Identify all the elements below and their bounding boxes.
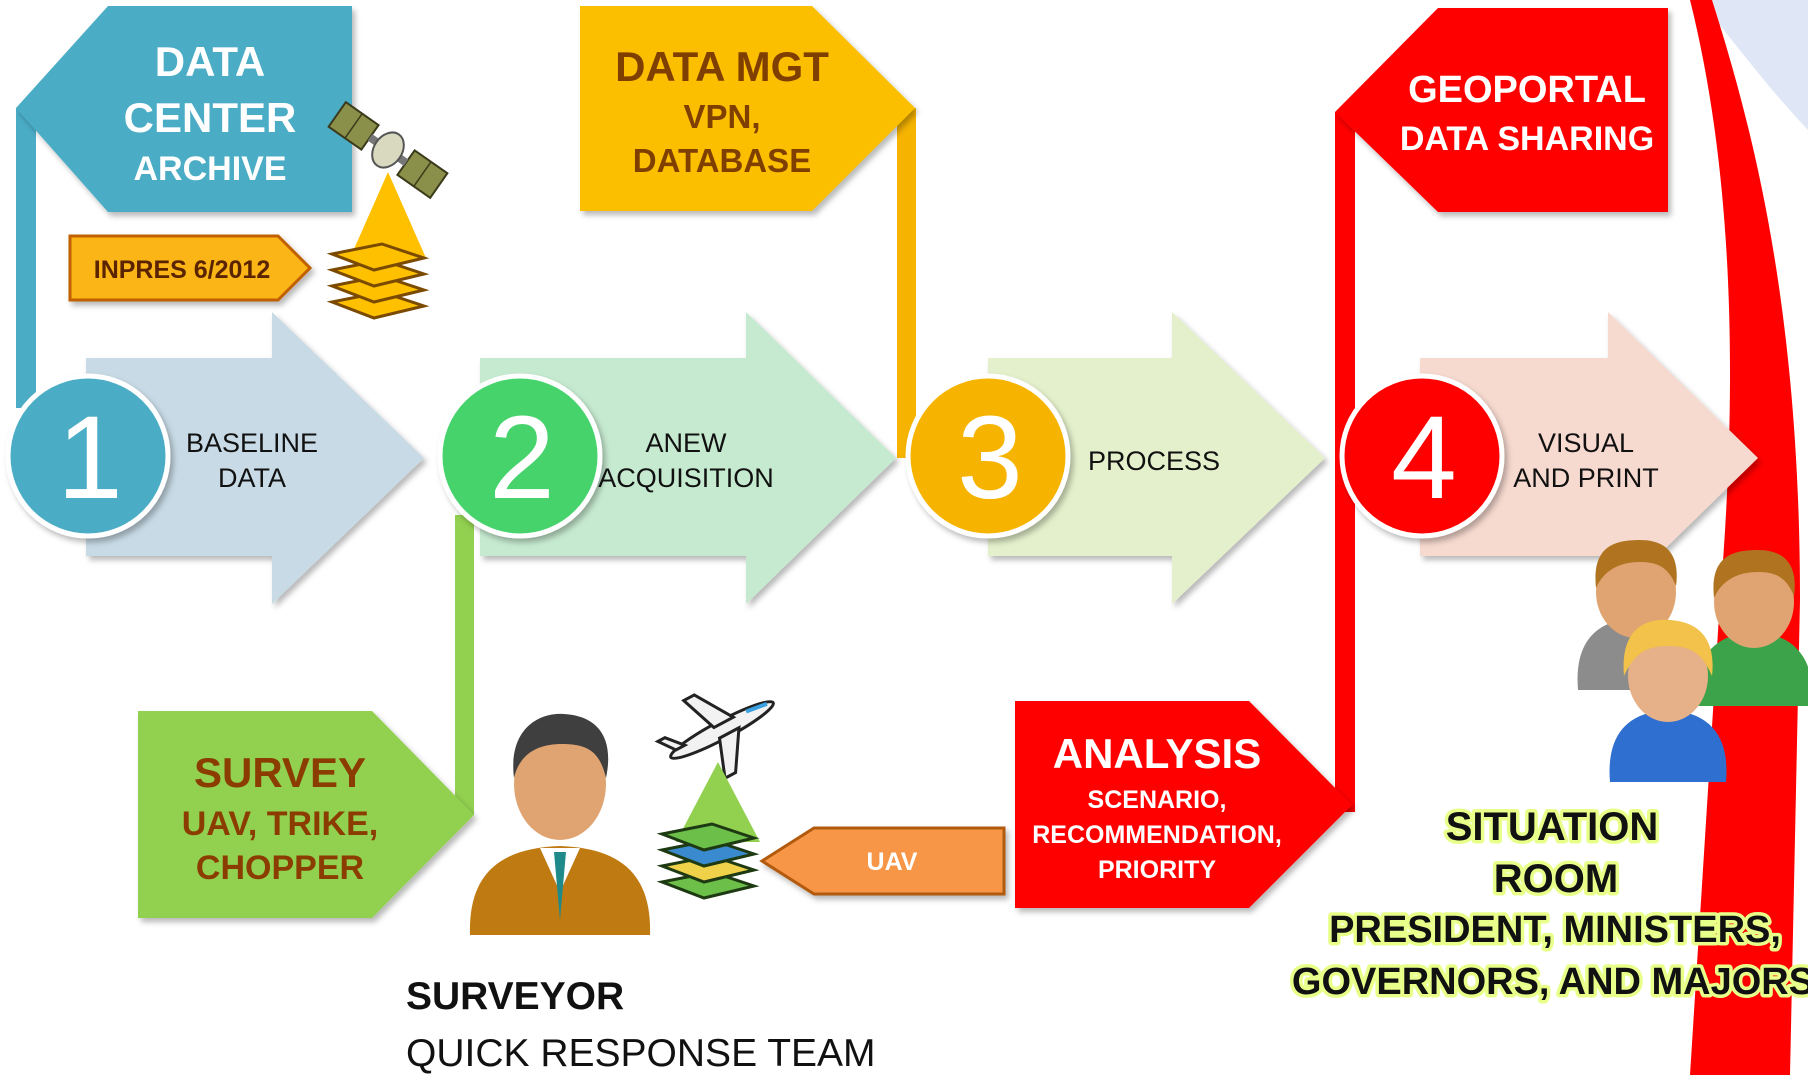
- stage-1-label-line1: BASELINE: [186, 428, 318, 458]
- data-center-line3: ARCHIVE: [133, 150, 286, 188]
- satellite-icon: [327, 100, 449, 200]
- situation-line3: PRESIDENT, MINISTERS,: [1329, 909, 1781, 951]
- stage-3-label-line1: PROCESS: [1088, 446, 1220, 476]
- situation-line4: GOVERNORS, AND MAJORS: [1292, 961, 1808, 1003]
- stage-2: 2 ANEW ACQUISITION: [437, 373, 774, 539]
- situation-line2: ROOM: [1494, 857, 1618, 901]
- data-center-line2: CENTER: [124, 94, 297, 141]
- analysis-box: ANALYSIS SCENARIO, RECOMMENDATION, PRIOR…: [1015, 701, 1352, 908]
- situation-line1: SITUATION: [1446, 805, 1659, 849]
- geoportal-line2: DATA SHARING: [1400, 120, 1654, 158]
- red-ribbon: [1690, 0, 1808, 1075]
- analysis-line2: SCENARIO,: [1088, 786, 1227, 814]
- analysis-line4: PRIORITY: [1098, 856, 1216, 884]
- survey-box: SURVEY UAV, TRIKE, CHOPPER: [138, 711, 474, 918]
- geoportal-box: GEOPORTAL DATA SHARING: [1335, 8, 1668, 212]
- map-layers-icon: [326, 242, 430, 320]
- analysis-title: ANALYSIS: [1053, 730, 1262, 777]
- surveyor-title: SURVEYOR: [406, 975, 625, 1018]
- surveyor-subtitle: QUICK RESPONSE TEAM: [406, 1032, 876, 1075]
- stage-2-number: 2: [489, 392, 555, 524]
- data-mgt-title: DATA MGT: [615, 43, 829, 90]
- airplane-icon: [654, 693, 775, 781]
- surveyor-person-icon: [469, 713, 651, 935]
- stage-4-label-line2: AND PRINT: [1513, 463, 1659, 493]
- stage-4-label-line1: VISUAL: [1538, 428, 1634, 458]
- airplane-beam: [676, 762, 760, 842]
- data-mgt-box: DATA MGT VPN, DATABASE: [580, 6, 915, 211]
- stage-4-number: 4: [1391, 392, 1457, 524]
- situation-room-label: SITUATION ROOM PRESIDENT, MINISTERS, GOV…: [1288, 802, 1808, 1007]
- survey-line2: UAV, TRIKE,: [182, 805, 378, 843]
- surveyor-caption: SURVEYOR QUICK RESPONSE TEAM: [406, 968, 966, 1082]
- map-layers-icon: [656, 822, 760, 900]
- satellite-beam: [350, 172, 426, 258]
- stage-2-label-line2: ACQUISITION: [598, 463, 774, 493]
- uav-label: UAV: [867, 848, 918, 876]
- uav-tag: UAV: [759, 826, 1006, 896]
- stage-1-number: 1: [57, 392, 123, 524]
- data-center-line1: DATA: [155, 38, 265, 85]
- people-group-icon: [1577, 540, 1808, 782]
- analysis-line3: RECOMMENDATION,: [1032, 821, 1282, 849]
- stage-1: 1 BASELINE DATA: [5, 373, 318, 539]
- stage-4: 4 VISUAL AND PRINT: [1339, 373, 1659, 539]
- survey-line3: CHOPPER: [196, 849, 364, 887]
- inpres-label: INPRES 6/2012: [94, 256, 271, 284]
- stage-3-number: 3: [957, 392, 1023, 524]
- inpres-tag: INPRES 6/2012: [68, 234, 313, 302]
- stage-2-label-line1: ANEW: [646, 428, 728, 458]
- stage-1-label-line2: DATA: [218, 463, 286, 493]
- data-center-box: DATA CENTER ARCHIVE: [16, 6, 352, 212]
- stage-arrows: [86, 312, 1758, 604]
- geoportal-title: GEOPORTAL: [1408, 69, 1646, 111]
- data-mgt-line3: DATABASE: [633, 142, 811, 179]
- survey-title: SURVEY: [194, 749, 366, 796]
- stage-3: 3 PROCESS: [905, 373, 1220, 539]
- data-mgt-line2: VPN,: [683, 98, 760, 135]
